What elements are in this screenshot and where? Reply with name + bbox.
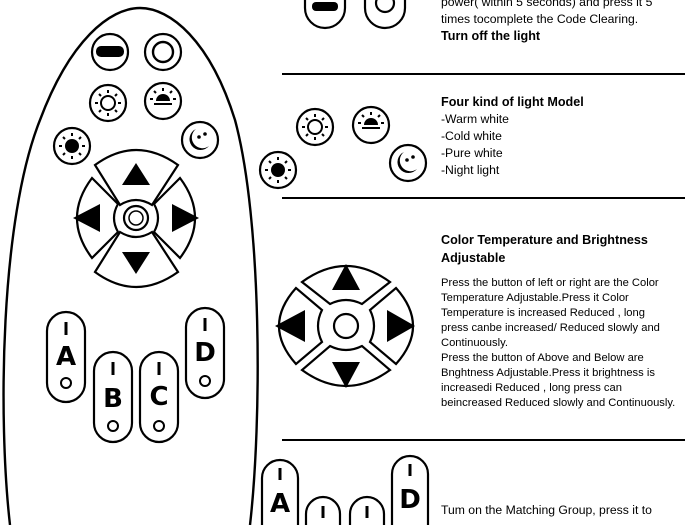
section-light-models: Four kind of light Model -Warm white -Co…	[441, 94, 696, 179]
section-pure-white-icon	[351, 105, 391, 145]
group-a-letter: A	[56, 342, 76, 372]
remote-dpad	[73, 148, 199, 289]
model-cold-white: -Cold white	[441, 129, 502, 143]
model-night-light: -Night light	[441, 163, 500, 177]
model-warm-white: -Warm white	[441, 112, 509, 126]
off-button-icon	[90, 32, 130, 72]
section-warm-white-icon	[258, 150, 298, 190]
group-d-pill	[184, 306, 226, 400]
section-group-d-pill	[390, 454, 430, 525]
group-d-letter: D	[194, 338, 216, 368]
color-temp-line-6: Press the button of Above and Below are	[441, 352, 644, 364]
on-button-icon	[143, 32, 183, 72]
group-c-pill	[138, 350, 180, 444]
light-models-title: Four kind of light Model	[441, 95, 584, 109]
section-dpad	[275, 264, 415, 388]
turn-off-light-label: Turn off the light	[441, 29, 541, 43]
model-pure-white: -Pure white	[441, 146, 503, 160]
color-temp-line-1: Press the button of left or right are th…	[441, 277, 659, 289]
group-a-pill	[45, 310, 87, 404]
matching-group-line-1: Tum on the Matching Group, press it to	[441, 503, 652, 517]
divider-2	[282, 197, 685, 199]
group-b-pill	[92, 350, 134, 444]
color-temp-line-7: Bnghtness Adjustable.Press it brightness…	[441, 367, 655, 379]
section-group-b-pill	[304, 495, 342, 525]
section-matching-group: Tum on the Matching Group, press it to	[441, 502, 696, 519]
top-on-button-icon	[363, 0, 407, 30]
group-c-letter: C	[149, 382, 168, 412]
section-color-temperature: Color Temperature and Brightness Adjusta…	[441, 231, 699, 411]
color-temp-line-3: Temperature is increased Reduced , long	[441, 307, 645, 319]
color-temp-line-4: press canbe increased/ Reduced slowly an…	[441, 322, 660, 334]
section-group-c-pill	[348, 495, 386, 525]
night-light-icon	[180, 120, 220, 160]
pure-white-icon	[143, 81, 183, 121]
section-code-clearing: power( within 5 seconds) and press it 5 …	[441, 0, 696, 45]
warm-white-icon	[52, 126, 92, 166]
remote-body-outline	[2, 6, 259, 525]
color-temp-line-8: increasedi Reduced , long press can	[441, 382, 622, 394]
divider-3	[282, 439, 685, 441]
section-group-a-pill	[260, 458, 300, 525]
color-temp-line-9: beincreased Reduced slowly and Continuou…	[441, 397, 676, 409]
color-temp-title-2: Adjustable	[441, 251, 506, 265]
color-temp-line-2: Temperature Adjustable.Press it Color	[441, 292, 629, 304]
group-b-letter: B	[103, 384, 123, 414]
section-group-d-letter: D	[399, 485, 421, 515]
cold-white-icon	[88, 83, 128, 123]
top-off-button-icon	[303, 0, 347, 30]
code-clearing-line-1: power( within 5 seconds) and press it 5	[441, 0, 653, 9]
section-night-light-icon	[388, 143, 428, 183]
divider-1	[282, 73, 685, 75]
code-clearing-line-2: times tocomplete the Code Clearing.	[441, 12, 639, 26]
color-temp-title-1: Color Temperature and Brightness	[441, 233, 648, 247]
color-temp-line-5: Continuously.	[441, 337, 508, 349]
section-group-a-letter: A	[270, 489, 290, 519]
section-cold-white-icon	[295, 107, 335, 147]
